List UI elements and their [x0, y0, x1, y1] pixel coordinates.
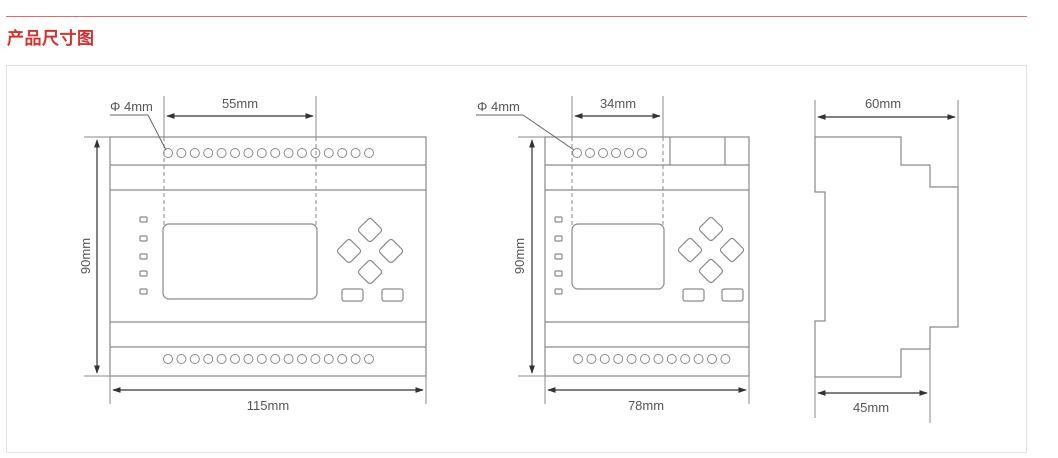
top-terminal-row [163, 148, 374, 158]
bottom-terminal-row [573, 354, 731, 364]
dimension-arrows-small [529, 113, 747, 393]
led-indicators [554, 216, 563, 295]
side-profile-outline [814, 136, 959, 378]
depth-label: 60mm [865, 96, 901, 111]
navigation-keypad [336, 217, 404, 285]
dimension-arrows-side [817, 114, 956, 396]
function-key-right [381, 288, 404, 302]
bottom-terminal-row [163, 354, 374, 364]
height-label: 90mm [78, 238, 93, 274]
top-terminal-row [572, 148, 647, 158]
front-view-small [476, 96, 750, 404]
width-label: 78mm [628, 398, 664, 413]
device-outline [109, 136, 427, 377]
device-outline [544, 136, 750, 377]
led-indicators [139, 216, 148, 295]
hole-diameter-label: Φ 4mm [110, 99, 153, 114]
function-key-left [341, 288, 364, 302]
dimension-drawing-frame [6, 65, 1027, 453]
rail-depth-label: 45mm [853, 400, 889, 415]
side-view [814, 100, 959, 423]
dimension-arrows-large [94, 113, 424, 393]
width-label: 115mm [247, 398, 289, 413]
lcd-screen [571, 223, 665, 290]
hole-spacing-label: 55mm [222, 96, 258, 111]
hole-diameter-label: Φ 4mm [477, 99, 520, 114]
hole-spacing-label: 34mm [600, 96, 636, 111]
function-key-left [682, 288, 705, 302]
front-view-large [84, 96, 427, 404]
section-title: 产品尺寸图 [7, 29, 95, 49]
lcd-screen [162, 223, 318, 300]
header-divider [6, 16, 1027, 17]
function-key-right [721, 288, 744, 302]
navigation-keypad [677, 216, 745, 284]
height-label: 90mm [512, 238, 527, 274]
